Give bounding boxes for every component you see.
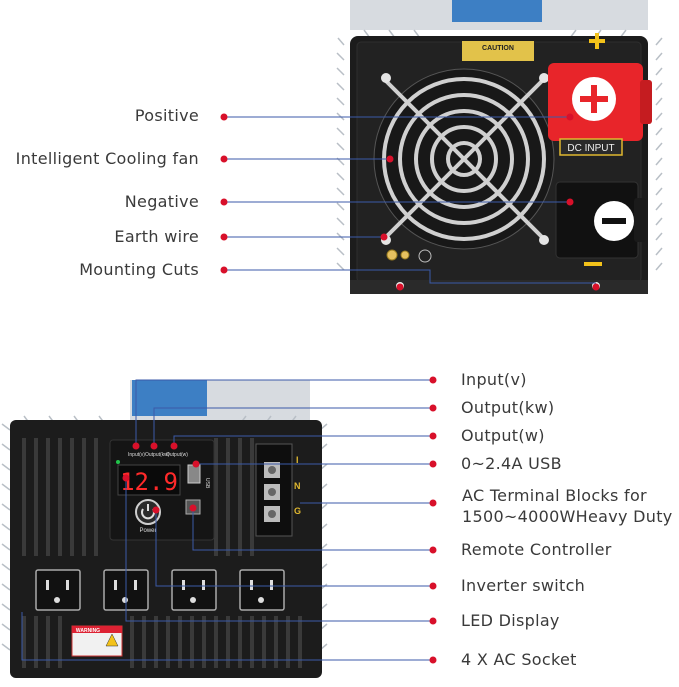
label-earth-wire: Earth wire	[114, 227, 199, 246]
usb-port	[187, 464, 201, 484]
bottom-callouts	[21, 379, 433, 661]
led-value: 12.9	[120, 468, 178, 496]
label-cooling-fan: Intelligent Cooling fan	[15, 149, 199, 168]
dc-input-plate	[559, 138, 623, 156]
label-input-v: Input(v)	[461, 370, 527, 389]
ac-socket-1	[35, 569, 81, 611]
ac-terminal-block	[255, 443, 293, 537]
dc-input-text: DC INPUT	[567, 143, 614, 154]
caution-text: CAUTION	[482, 45, 514, 52]
caution-sticker	[462, 41, 534, 61]
label-positive: Positive	[134, 106, 199, 125]
label-mounting-cuts: Mounting Cuts	[79, 260, 199, 279]
usb-label: USB	[204, 478, 210, 489]
ac-socket-3	[171, 569, 217, 611]
status-light	[116, 460, 120, 464]
power-button	[135, 499, 161, 525]
vent-slots	[22, 438, 302, 668]
label-ac-socket: 4 X AC Socket	[461, 650, 577, 669]
label-usb: 0~2.4A USB	[461, 454, 562, 473]
minus-icon	[602, 218, 626, 224]
label-ac-terminal-line2: 1500~4000WHeavy Duty	[462, 507, 673, 526]
label-output-kw: Output(kw)	[461, 398, 555, 417]
top-callout-dots	[220, 113, 600, 291]
terminal-i-label: I	[296, 455, 299, 465]
positive-terminal	[548, 63, 652, 141]
led-display	[117, 464, 181, 496]
cooling-fan	[373, 68, 555, 250]
rear-cooling-fins	[336, 0, 663, 271]
ground-icon	[418, 249, 432, 263]
terminal-g-label: G	[294, 506, 301, 516]
label-inverter-switch: Inverter switch	[461, 576, 586, 595]
label-output-w: Output(w)	[461, 426, 545, 445]
panel-output-kw-label: Output(kw)	[145, 452, 170, 458]
panel-output-w-label: Output(w)	[166, 452, 188, 458]
front-cooling-fins	[1, 380, 328, 651]
label-ac-terminal-line1: AC Terminal Blocks for	[462, 486, 647, 505]
hazard-icon	[105, 633, 119, 647]
mounting-rail	[350, 280, 648, 294]
plus-icon	[580, 85, 608, 113]
top-callouts	[224, 116, 596, 284]
label-negative: Negative	[124, 192, 199, 211]
negative-marker	[584, 262, 602, 266]
panel-input-label: Input(v)	[128, 452, 145, 458]
label-led-display: LED Display	[461, 611, 560, 630]
power-label: Power	[139, 528, 156, 534]
negative-terminal	[555, 181, 646, 259]
bottom-callout-dots	[122, 376, 437, 664]
fan-grill-icon	[382, 77, 546, 241]
warning-text: WARNING	[76, 628, 100, 634]
label-remote: Remote Controller	[461, 540, 612, 559]
earth-terminal	[386, 249, 432, 263]
ac-socket-4	[239, 569, 285, 611]
terminal-n-label: N	[294, 481, 301, 491]
plus-sign-marking	[589, 33, 605, 49]
front-panel-body	[10, 420, 322, 678]
